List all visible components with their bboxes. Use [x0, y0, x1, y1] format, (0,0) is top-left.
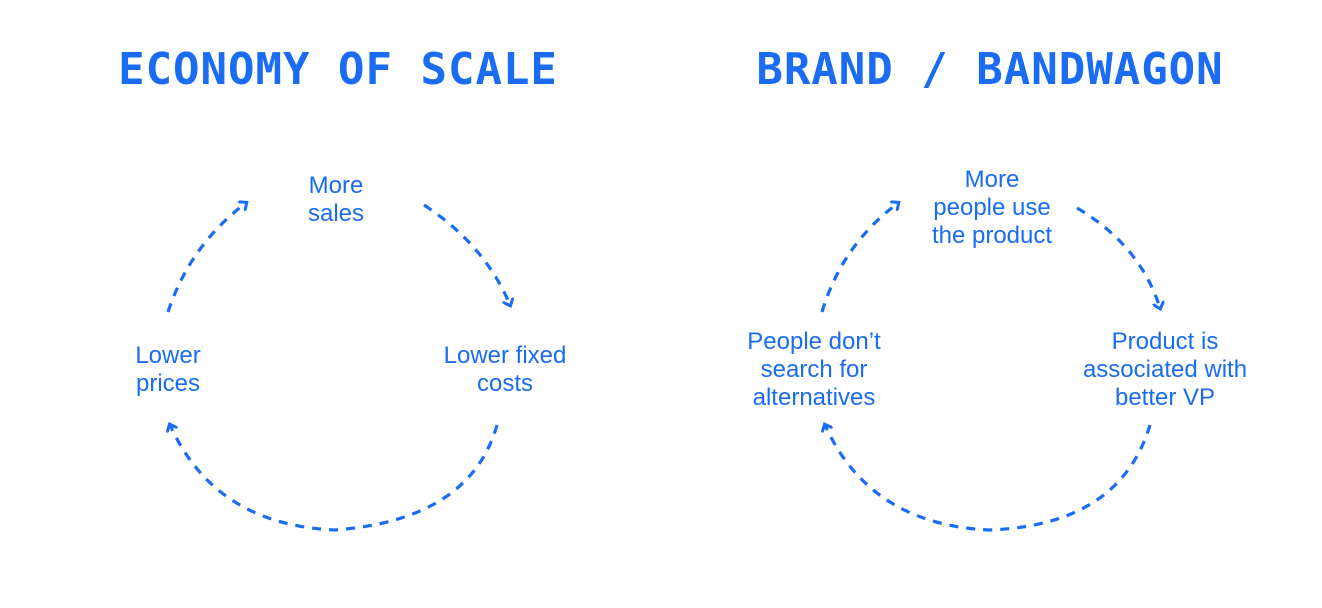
node-more-people-use-line2: people use — [933, 194, 1051, 221]
node-lower-fixed-costs-line2: costs — [476, 370, 533, 397]
economy-of-scale-title: ECONOMY OF SCALE — [118, 44, 558, 95]
arrow-sales-to-costs — [423, 203, 510, 305]
arrow-alternatives-to-use — [820, 203, 898, 313]
node-lower-prices-line1: Lower — [135, 342, 201, 369]
node-no-alternatives-line2: search for — [760, 356, 868, 383]
node-no-alternatives-line1: People don’t — [747, 328, 881, 355]
node-no-alternatives-line3: alternatives — [752, 384, 876, 411]
node-lower-fixed-costs-line1: Lower fixed — [443, 342, 567, 369]
node-more-people-use-line3: the product — [931, 222, 1053, 249]
arrow-vp-to-alternatives — [825, 425, 1152, 532]
node-more-sales-line2: sales — [307, 200, 365, 227]
node-more-sales: More sales — [286, 172, 386, 228]
arrow-costs-to-prices — [170, 425, 499, 532]
node-better-vp-line3: better VP — [1114, 384, 1216, 411]
arrow-use-to-vp — [1076, 206, 1160, 308]
node-no-alternatives: People don’t search for alternatives — [728, 328, 900, 412]
node-lower-prices: Lower prices — [108, 342, 228, 398]
node-lower-prices-line2: prices — [135, 370, 201, 397]
node-better-vp-line2: associated with — [1082, 356, 1248, 383]
node-more-sales-line1: More — [308, 172, 364, 199]
node-more-people-use-line1: More — [964, 166, 1020, 193]
node-better-vp: Product is associated with better VP — [1060, 328, 1270, 412]
node-more-people-use: More people use the product — [910, 166, 1074, 250]
node-better-vp-line1: Product is — [1111, 328, 1219, 355]
brand-bandwagon-title: BRAND / BANDWAGON — [756, 44, 1224, 95]
arrow-prices-to-sales — [166, 203, 246, 313]
node-lower-fixed-costs: Lower fixed costs — [425, 342, 585, 398]
